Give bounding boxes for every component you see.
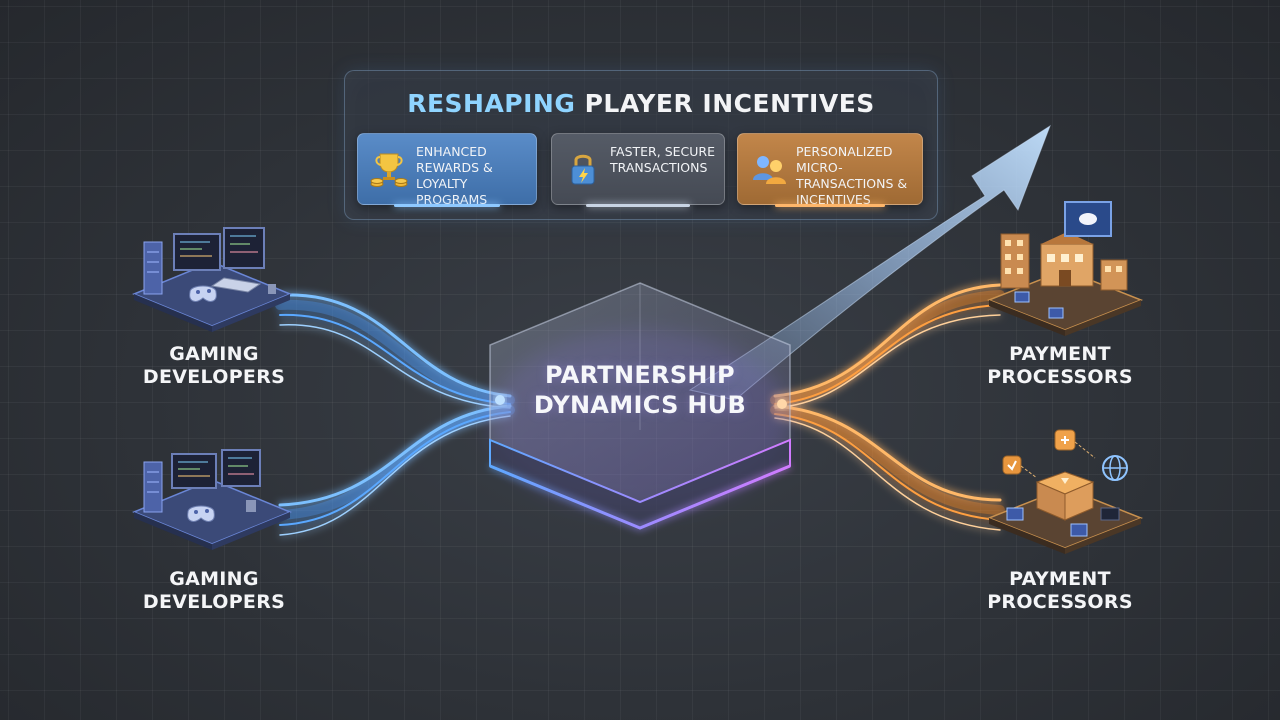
card-personalized: PERSONALIZED MICRO-TRANSACTIONS & INCENT… (737, 133, 923, 207)
right-flows (770, 283, 1005, 531)
trophy-coins-icon (370, 153, 408, 187)
card-rewards-glow (393, 204, 501, 207)
developer-workstation-icon (132, 449, 292, 550)
right-node-2-label: PAYMENT PROCESSORS (987, 568, 1133, 613)
hub-prism (489, 282, 791, 530)
card-rewards-label: ENHANCED REWARDS & LOYALTY PROGRAMS (416, 144, 493, 207)
lock-lightning-icon (571, 154, 595, 185)
panel-title-rest: PLAYER INCENTIVES (575, 89, 875, 118)
card-transactions-glow (586, 204, 690, 207)
developer-workstation-icon (132, 227, 292, 332)
card-rewards: ENHANCED REWARDS & LOYALTY PROGRAMS (357, 133, 537, 207)
payment-buildings-icon (986, 201, 1144, 336)
card-transactions-label: FASTER, SECURE TRANSACTIONS (610, 144, 715, 175)
left-flows (275, 293, 515, 536)
left-node-2-label: GAMING DEVELOPERS (142, 568, 286, 613)
users-icon (753, 156, 786, 184)
card-personalized-glow (774, 204, 886, 207)
panel-title: RESHAPING PLAYER INCENTIVES (345, 89, 937, 118)
left-node-1-label: GAMING DEVELOPERS (142, 343, 286, 388)
panel-title-accent: RESHAPING (407, 89, 576, 118)
card-transactions: FASTER, SECURE TRANSACTIONS (551, 133, 725, 207)
hub-label: PARTNERSHIP DYNAMICS HUB (533, 361, 747, 419)
right-node-1-label: PAYMENT PROCESSORS (987, 343, 1133, 388)
payment-network-icon (986, 429, 1144, 554)
incentives-panel: RESHAPING PLAYER INCENTIVES ENHANCED REW… (344, 70, 938, 220)
card-personalized-label: PERSONALIZED MICRO-TRANSACTIONS & INCENT… (796, 144, 908, 207)
